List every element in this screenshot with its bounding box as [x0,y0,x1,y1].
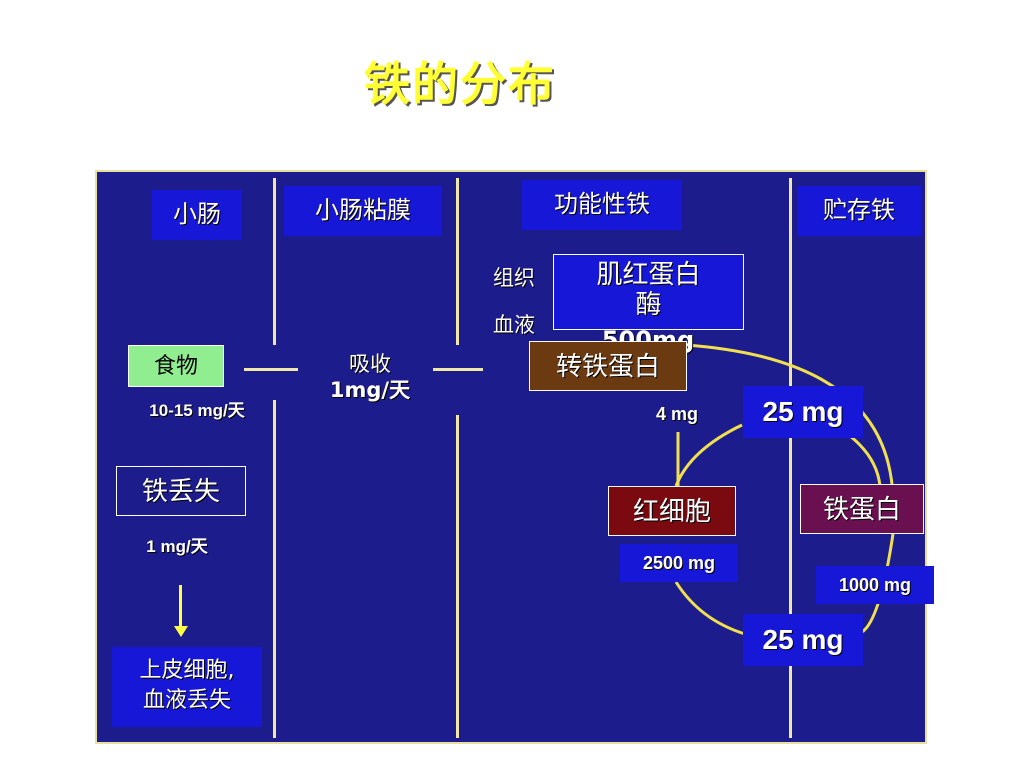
down-arrow-icon [174,626,188,637]
epithelial-loss-line2: 血液丢失 [142,688,231,713]
page-title: 铁的分布 [364,57,556,111]
cycle-curve-left-top [674,423,743,487]
header-functional-iron: 功能性铁 [522,180,682,230]
epithelial-loss-box: 上皮细胞, 血液丢失 [112,647,262,727]
myoglobin-box: 肌红蛋白 酶 [553,254,744,330]
transferrin-amount: 4 mg [655,404,698,424]
header-intestine: 小肠 [152,190,242,240]
loss-arrow-shaft [179,585,182,627]
header-storage-iron: 贮存铁 [797,186,921,236]
divider-line [273,400,276,738]
divider-line [789,178,792,738]
flow-amount-bottom: 25 mg [743,614,863,666]
transferrin-box: 转铁蛋白 [529,341,687,391]
connector-line [244,368,298,371]
cycle-curve-left-bottom [674,581,746,636]
header-mucosa: 小肠粘膜 [284,186,442,236]
iron-loss-box: 铁丢失 [116,466,246,516]
red-blood-cell-amount: 2500 mg [620,544,738,582]
ferritin-amount: 1000 mg [816,566,934,604]
enzyme-label: 酶 [635,290,662,320]
absorption-label: 吸收 [349,352,391,376]
epithelial-loss-line1: 上皮细胞, [139,658,235,683]
blood-label: 血液 [493,313,535,337]
divider-line [456,415,459,738]
red-blood-cell-box: 红细胞 [608,486,736,536]
divider-line [273,178,276,345]
ferritin-box: 铁蛋白 [800,484,924,534]
iron-loss-rate: 1 mg/天 [146,537,208,556]
flow-amount-top: 25 mg [743,386,863,438]
food-intake-amount: 10-15 mg/天 [149,401,245,420]
divider-line [456,178,459,345]
tissue-label: 组织 [493,266,535,290]
connector-line [433,368,483,371]
myoglobin-label: 肌红蛋白 [596,260,701,290]
food-box: 食物 [128,345,224,387]
absorption-rate: 1mg/天 [329,378,411,402]
